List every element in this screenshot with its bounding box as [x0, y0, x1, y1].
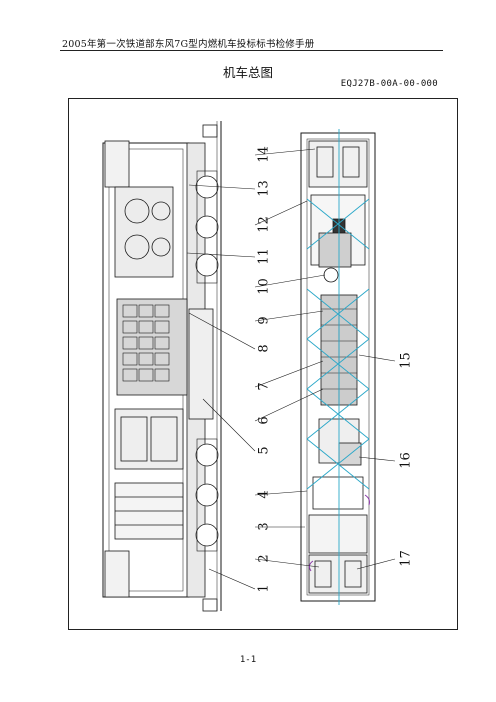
page-number: 1-1	[239, 655, 257, 665]
callout-11: 11	[256, 248, 272, 265]
page-header: 2005年第一次铁道部东风7G型内燃机车投标标书检修手册	[62, 39, 315, 50]
callout-5: 5	[256, 446, 272, 455]
page-title: 机车总图	[222, 65, 273, 80]
header-rule	[60, 50, 443, 51]
callout-3: 3	[256, 522, 272, 531]
callout-10: 10	[256, 278, 272, 295]
callout-9: 9	[256, 316, 272, 325]
callout-17: 17	[398, 550, 414, 567]
callout-13: 13	[256, 180, 272, 197]
leader-lines	[186, 148, 396, 590]
drawing-frame: 1 2 3 4 5 6 7 8 9 10 11 12 13 14 15 16 1…	[68, 98, 458, 630]
callout-14: 14	[256, 146, 272, 163]
callout-16: 16	[398, 452, 414, 469]
callout-2: 2	[256, 554, 272, 563]
callout-7: 7	[256, 382, 272, 391]
plan-centerlines	[306, 129, 370, 605]
callout-4: 4	[256, 490, 272, 499]
callout-12: 12	[256, 216, 272, 233]
highlight-marks	[308, 494, 370, 572]
callout-1: 1	[256, 584, 272, 593]
drawing-number: EQJ27B-00A-00-000	[340, 79, 438, 89]
callout-6: 6	[256, 416, 272, 425]
side-elevation	[102, 121, 222, 612]
locomotive-drawing	[102, 121, 396, 612]
callout-15: 15	[398, 352, 414, 369]
callout-8: 8	[256, 344, 272, 353]
